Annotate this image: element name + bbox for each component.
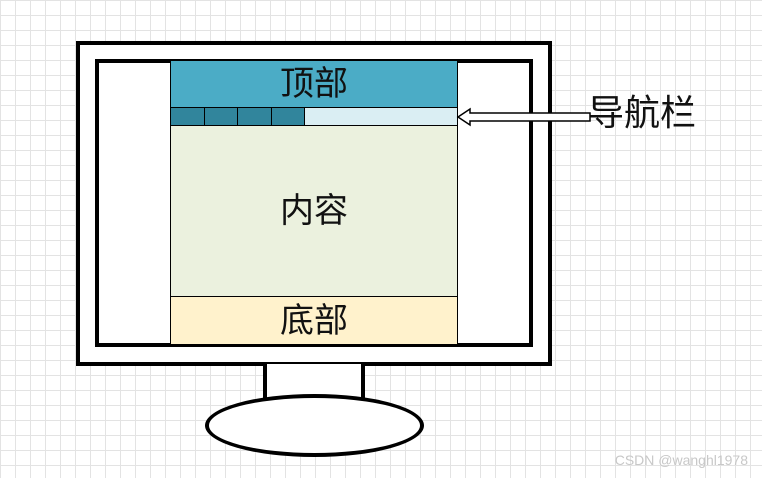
nav-callout-label: 导航栏	[588, 96, 696, 132]
watermark: CSDN @wanghl1978	[615, 452, 748, 468]
page-layout-outline	[170, 60, 458, 345]
monitor-stand-base	[205, 394, 424, 457]
